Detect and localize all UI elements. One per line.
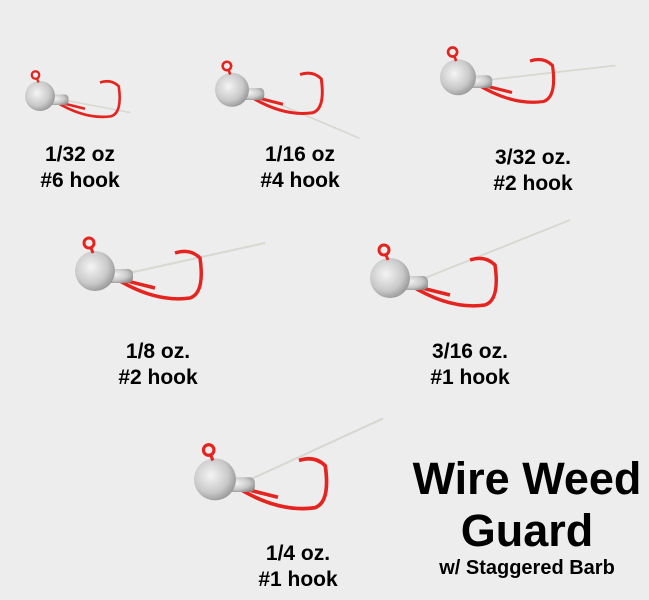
lead-head [75,251,115,291]
heading-line-2: Guard [460,505,594,556]
lead-head [25,81,55,111]
lead-head [215,72,249,107]
hook [230,456,329,511]
line-tie-eye [377,243,391,257]
weed-guard-wire [480,64,616,82]
jig-head-2 [215,60,360,140]
hook-label: #1 hook [258,568,338,591]
line-tie-eye [30,70,41,80]
lead-head [440,59,476,96]
jig-head-1 [25,70,131,119]
weight-label: 1/32 oz [44,143,116,166]
hook-label: #2 hook [118,366,198,389]
jig-head-6 [194,417,384,511]
jig-label-3: 3/32 oz. #2 hook [493,145,572,197]
jig-label-2: 1/16 oz #4 hook [260,142,339,194]
jig-head-4 [75,236,266,301]
jig-label-6: 1/4 oz. #1 hook [258,541,337,593]
jig-label-1: 1/32 oz #6 hook [40,142,119,194]
line-tie-eye [221,60,233,72]
heading-subtitle: w/ Staggered Barb [439,557,615,579]
lead-head [370,258,410,298]
weight-label: 1/4 oz. [265,542,331,565]
weed-guard-wire [119,242,266,276]
jig-label-4: 1/8 oz. #2 hook [118,339,197,391]
weed-guard-wire [240,417,384,485]
hook-label: #4 hook [260,169,340,192]
hook [110,249,203,301]
hook-label: #6 hook [40,169,120,192]
jig-label-5: 3/16 oz. #1 hook [430,339,509,391]
weed-guard-wire [414,219,571,283]
line-tie-eye [201,443,216,457]
hook [244,71,324,115]
hook [405,256,498,308]
hook-label: #2 hook [493,172,573,195]
line-tie-eye [82,236,96,250]
line-tie-eye [446,46,459,58]
jig-head-3 [440,46,616,104]
weight-label: 3/32 oz. [495,146,571,169]
jig-head-5 [370,219,571,308]
weight-label: 1/8 oz. [125,340,191,363]
hook [471,57,556,104]
hook-label: #1 hook [430,366,510,389]
lead-head [194,458,236,501]
weight-label: 1/16 oz [264,143,336,166]
heading-line-1: Wire Weed [412,453,642,504]
weight-label: 3/16 oz. [432,340,508,363]
hook [51,79,121,119]
